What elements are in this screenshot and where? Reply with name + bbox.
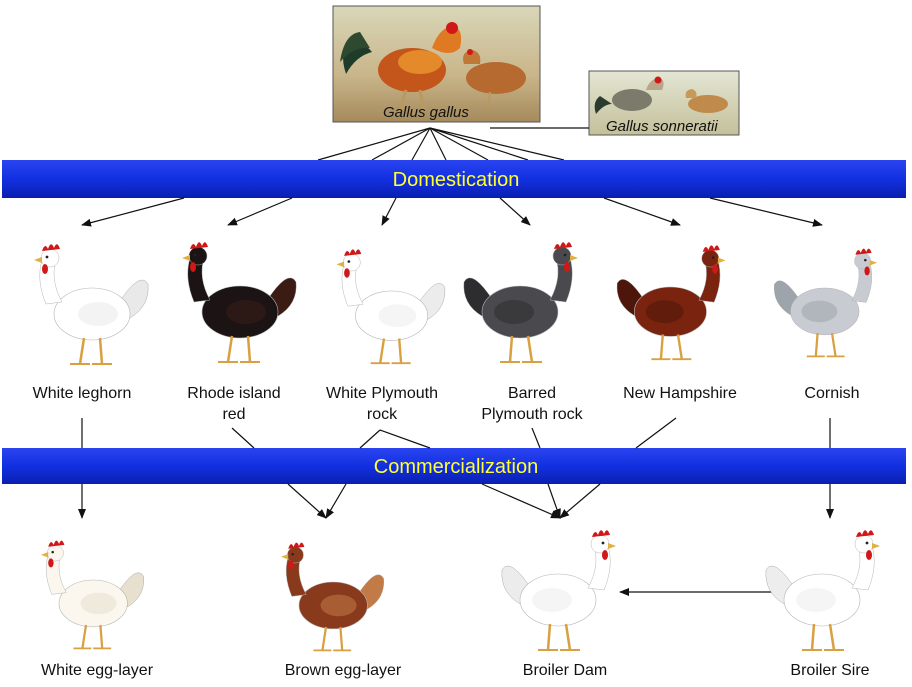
product-label-broiler-sire: Broiler Sire — [790, 662, 870, 679]
breed-bird-3 — [463, 242, 578, 363]
ancestor-fan-lines — [317, 127, 565, 161]
breed-bird-4 — [616, 245, 726, 361]
product-bird-2 — [501, 530, 616, 651]
breed-label-cornish: Cornish — [804, 385, 860, 402]
domestication-arrows — [81, 197, 823, 227]
breed-bird-5 — [774, 248, 877, 358]
breed-label-barred-plymouth-rock: Barred Plymouth rock — [481, 385, 583, 423]
gallus-gallus-photo — [332, 5, 541, 123]
commercialization-band — [2, 448, 906, 484]
gallus-gallus-caption: Gallus gallus — [383, 104, 469, 121]
breed-label-white-plymouth-rock: White Plymouth rock — [325, 385, 439, 423]
breed-bird-2 — [336, 249, 446, 365]
product-bird-1 — [281, 542, 384, 652]
breed-label-rhode-island-red: Rhode island red — [187, 385, 281, 423]
product-bird-0 — [41, 540, 144, 650]
breed-bird-1 — [182, 242, 297, 363]
domestication-label: Domestication — [392, 169, 520, 191]
product-bird-3 — [765, 530, 880, 651]
gallus-sonneratii-photo — [588, 70, 740, 136]
product-label-broiler-dam: Broiler Dam — [522, 662, 608, 679]
breed-label-new-hampshire: New Hampshire — [623, 385, 737, 402]
product-label-white-egg-layer: White egg-layer — [40, 662, 154, 679]
breed-bird-group — [34, 242, 877, 365]
breed-bird-0 — [34, 244, 149, 365]
commercialization-arrows — [78, 417, 834, 519]
commercialization-label: Commercialization — [373, 456, 539, 478]
product-bird-group — [41, 530, 880, 652]
product-label-brown-egg-layer: Brown egg-layer — [284, 662, 402, 679]
breed-label-white-leghorn: White leghorn — [32, 385, 132, 402]
domestication-band — [2, 160, 906, 198]
gallus-sonneratii-caption: Gallus sonneratii — [606, 118, 718, 135]
